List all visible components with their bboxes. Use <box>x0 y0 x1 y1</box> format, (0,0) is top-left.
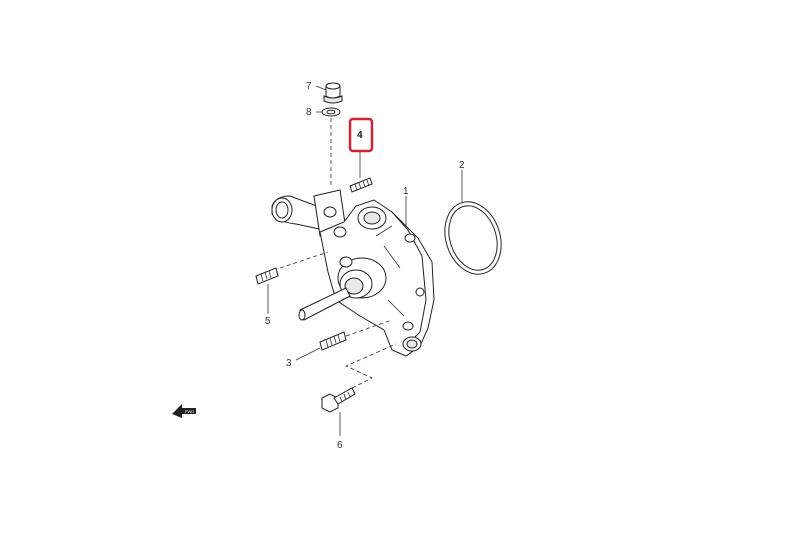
callout-7[interactable]: 7 <box>306 81 312 92</box>
callout-1[interactable]: 1 <box>403 186 409 197</box>
callout-2[interactable]: 2 <box>459 160 465 171</box>
stud-part-5[interactable] <box>255 267 279 285</box>
front-arrow-icon: FWD <box>172 404 196 418</box>
stud-part-4[interactable] <box>349 177 373 193</box>
bolt-part-6[interactable] <box>321 387 356 413</box>
stud-part-3[interactable] <box>319 331 347 351</box>
callout-8[interactable]: 8 <box>306 107 312 118</box>
o-ring-part-2[interactable] <box>436 194 510 281</box>
callout-4-highlight-box <box>348 117 374 153</box>
callout-3[interactable]: 3 <box>286 358 292 369</box>
front-arrow-label: FWD <box>185 409 194 414</box>
callout-6[interactable]: 6 <box>337 440 343 451</box>
pump-housing-part-1[interactable] <box>271 189 435 357</box>
washer-part-8[interactable] <box>321 107 341 117</box>
callout-5[interactable]: 5 <box>265 316 271 327</box>
bolt-part-7[interactable] <box>323 82 343 104</box>
callout-4[interactable]: 4 <box>357 130 363 141</box>
